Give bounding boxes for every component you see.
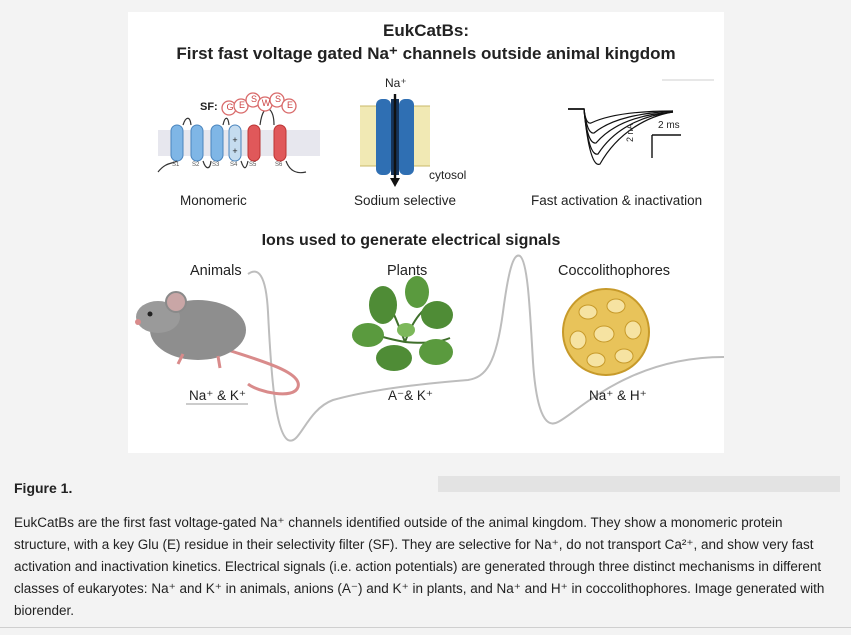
svg-text:+: + bbox=[232, 135, 237, 145]
decorative-gray-bar bbox=[438, 476, 840, 492]
cytosol-label: cytosol bbox=[429, 168, 467, 182]
sf-residue-1: G bbox=[226, 102, 234, 112]
helix-s1 bbox=[170, 124, 184, 162]
ions-subtitle: Ions used to generate electrical signals bbox=[261, 232, 561, 249]
figure-caption-text: EukCatBs are the first fast voltage-gate… bbox=[14, 515, 825, 618]
monomeric-label: Monomeric bbox=[180, 193, 247, 208]
figure-title-line2: First fast voltage gated Na⁺ channels ou… bbox=[176, 44, 676, 63]
figure-title-line1: EukCatBs: bbox=[383, 21, 469, 40]
helix-s2 bbox=[190, 124, 204, 162]
segment-label-s4: S4 bbox=[230, 162, 238, 168]
group-name-plants: Plants bbox=[387, 263, 428, 279]
ions-plants: A⁻& K⁺ bbox=[388, 388, 434, 403]
segment-label-s3: S3 bbox=[212, 162, 220, 168]
plant-illustration bbox=[352, 276, 453, 371]
sf-residue-6: E bbox=[286, 100, 293, 110]
figure-panel: + + bbox=[128, 12, 724, 453]
mouse-illustration bbox=[135, 291, 300, 396]
current-scale-label: 2 nA bbox=[625, 123, 635, 142]
helix-s4: + + bbox=[228, 124, 242, 162]
segment-label-s1: S1 bbox=[172, 162, 180, 168]
helix-s6 bbox=[273, 124, 287, 162]
sf-residue-2: E bbox=[238, 100, 245, 110]
segment-label-s2: S2 bbox=[192, 162, 200, 168]
figure-caption-heading: Figure 1. bbox=[14, 480, 73, 496]
sf-residue-4: W bbox=[261, 98, 271, 108]
kinetics-label: Fast activation & inactivation bbox=[531, 193, 703, 208]
ions-coccolithophores: Na⁺ & H⁺ bbox=[589, 388, 647, 403]
coccolithophore-illustration bbox=[562, 288, 650, 376]
figure-graphics: + + bbox=[135, 79, 724, 442]
monomeric-diagram: + + bbox=[157, 92, 320, 174]
bottom-divider bbox=[0, 627, 851, 628]
sf-residue-5: S bbox=[274, 94, 281, 104]
sf-label: SF: bbox=[200, 101, 218, 113]
sf-residue-beads bbox=[221, 92, 297, 116]
segment-label-s5: S5 bbox=[249, 162, 257, 168]
scale-bar bbox=[651, 134, 681, 158]
sf-residue-3: S bbox=[250, 94, 257, 104]
channel-left-half bbox=[376, 99, 391, 175]
channel-right-half bbox=[399, 99, 414, 175]
svg-text:+: + bbox=[232, 146, 237, 156]
helix-s5 bbox=[247, 124, 261, 162]
group-name-animals: Animals bbox=[190, 263, 242, 279]
ions-animals: Na⁺ & K⁺ bbox=[189, 388, 247, 403]
helix-s3 bbox=[210, 124, 224, 162]
current-traces bbox=[568, 79, 714, 165]
na-ion-label: Na⁺ bbox=[385, 76, 407, 90]
action-potential-trace bbox=[247, 254, 724, 442]
group-name-coccolithophores: Coccolithophores bbox=[558, 263, 671, 279]
sodium-selective-label: Sodium selective bbox=[354, 193, 457, 208]
channel-diagram bbox=[360, 94, 430, 187]
time-scale-label: 2 ms bbox=[658, 120, 680, 131]
segment-label-s6: S6 bbox=[275, 162, 283, 168]
